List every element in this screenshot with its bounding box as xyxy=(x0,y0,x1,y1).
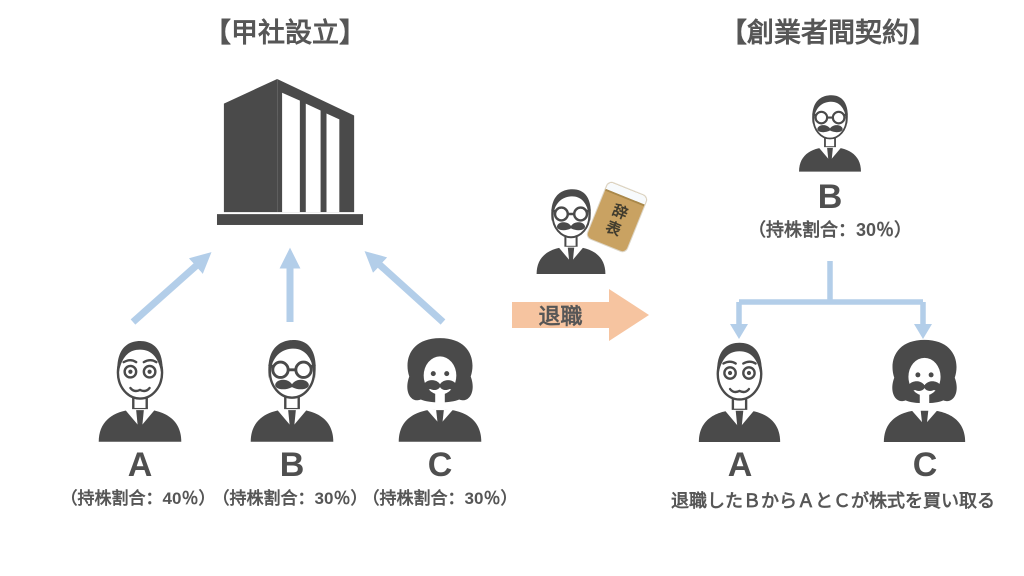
businessman-a-icon xyxy=(92,336,188,442)
founder-b-share: （持株割合：30％） xyxy=(212,489,368,508)
buyer-c-label: C xyxy=(912,446,938,484)
share-transfer-connector-icon xyxy=(730,261,932,339)
founder-a-label: A xyxy=(127,446,153,484)
resignation-arrow-label: 退職 xyxy=(538,304,583,329)
contribution-arrows-icon xyxy=(130,247,446,325)
buyer-businessman-c-icon xyxy=(877,338,972,442)
left-panel-title: 【甲社設立】 xyxy=(204,18,366,48)
businessman-b-icon xyxy=(244,336,340,442)
seller-b-label: B xyxy=(817,178,843,216)
founder-b-label: B xyxy=(279,446,305,484)
resignation-arrow-icon xyxy=(512,289,649,341)
right-panel-caption: 退職したＢからＡとＣが株式を買い取る xyxy=(671,491,995,511)
right-panel-title: 【創業者間契約】 xyxy=(720,18,936,48)
founder-a-share: （持株割合：40％） xyxy=(60,489,216,508)
buyer-businessman-a-icon xyxy=(692,338,787,442)
founder-c-label: C xyxy=(427,446,453,484)
seller-businessman-b-icon xyxy=(794,92,866,172)
businessman-c-icon xyxy=(392,336,488,442)
founder-c-share: （持株割合：30％） xyxy=(362,489,518,508)
seller-b-share: （持株割合：30％） xyxy=(748,220,913,240)
buyer-a-label: A xyxy=(727,446,753,484)
office-building-icon xyxy=(216,70,364,228)
